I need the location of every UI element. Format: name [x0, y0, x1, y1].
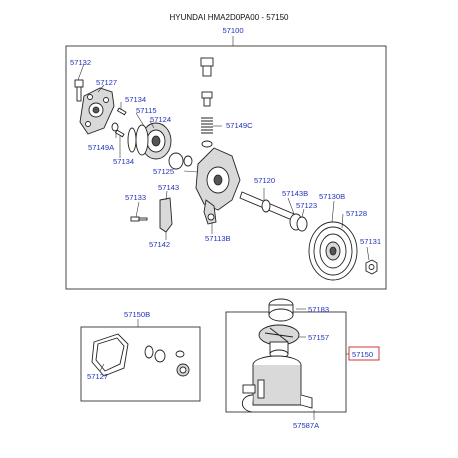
o-ring-small	[183, 155, 193, 167]
reservoir-body	[241, 355, 313, 413]
o-ring-57125	[168, 152, 184, 170]
label-57134-b[interactable]: 57134	[113, 157, 134, 166]
bolt-57133	[130, 216, 148, 222]
gasket-kit-frame	[80, 326, 201, 402]
label-57150B[interactable]: 57150B	[124, 310, 150, 319]
top-leader-lines	[77, 63, 370, 261]
fitting-57149C	[200, 57, 214, 148]
label-57100[interactable]: 57100	[222, 26, 243, 35]
label-57133[interactable]: 57133	[125, 193, 146, 202]
label-57587A[interactable]: 57587A	[293, 421, 320, 430]
bracket-57142	[159, 197, 173, 233]
pump-assembly-frame	[65, 45, 387, 290]
label-57120[interactable]: 57120	[254, 176, 275, 185]
label-57125[interactable]: 57125	[153, 167, 174, 176]
gasket-57127	[91, 333, 129, 377]
label-57123[interactable]: 57123	[296, 201, 317, 210]
label-57183[interactable]: 57183	[308, 305, 329, 314]
pins-57134	[114, 107, 127, 138]
label-57128[interactable]: 57128	[346, 209, 367, 218]
label-57113B[interactable]: 57113B	[205, 234, 231, 243]
diagram-title: HYUNDAI HMA2D0PA00 - 57150	[169, 13, 289, 22]
bolt-57132	[74, 79, 84, 102]
cap-57149A	[111, 122, 119, 132]
cap-57183	[268, 298, 294, 322]
label-57149A[interactable]: 57149A	[88, 143, 115, 152]
rotor-57124	[127, 122, 172, 160]
label-57143B[interactable]: 57143B	[282, 189, 308, 198]
label-57142[interactable]: 57142	[149, 240, 170, 249]
label-57132[interactable]: 57132	[70, 58, 91, 67]
pulley-57130B	[308, 221, 358, 281]
label-57149C[interactable]: 57149C	[226, 121, 253, 130]
leader-57127-bottom	[99, 363, 105, 372]
filter-57157	[258, 324, 300, 359]
label-57130B[interactable]: 57130B	[319, 192, 345, 201]
label-57143[interactable]: 57143	[158, 183, 179, 192]
nut-57131	[365, 259, 378, 275]
label-57124[interactable]: 57124	[150, 115, 171, 124]
seal-ring-b	[154, 349, 166, 363]
label-57131[interactable]: 57131	[360, 237, 381, 246]
label-57115[interactable]: 57115	[136, 106, 157, 115]
highlight-box-57150	[348, 346, 380, 361]
label-57127-top[interactable]: 57127	[96, 78, 117, 87]
seal-57123	[296, 216, 308, 232]
label-57134-a[interactable]: 57134	[125, 95, 146, 104]
seal-ring-c	[175, 350, 185, 358]
seal-ring-a	[144, 345, 154, 359]
pump-cover-57127	[79, 87, 115, 135]
label-57150[interactable]: 57150	[352, 350, 373, 359]
label-57127-bottom[interactable]: 57127	[87, 372, 108, 381]
pump-housing	[195, 147, 241, 225]
label-57157[interactable]: 57157	[308, 333, 329, 342]
bushing	[176, 363, 190, 377]
